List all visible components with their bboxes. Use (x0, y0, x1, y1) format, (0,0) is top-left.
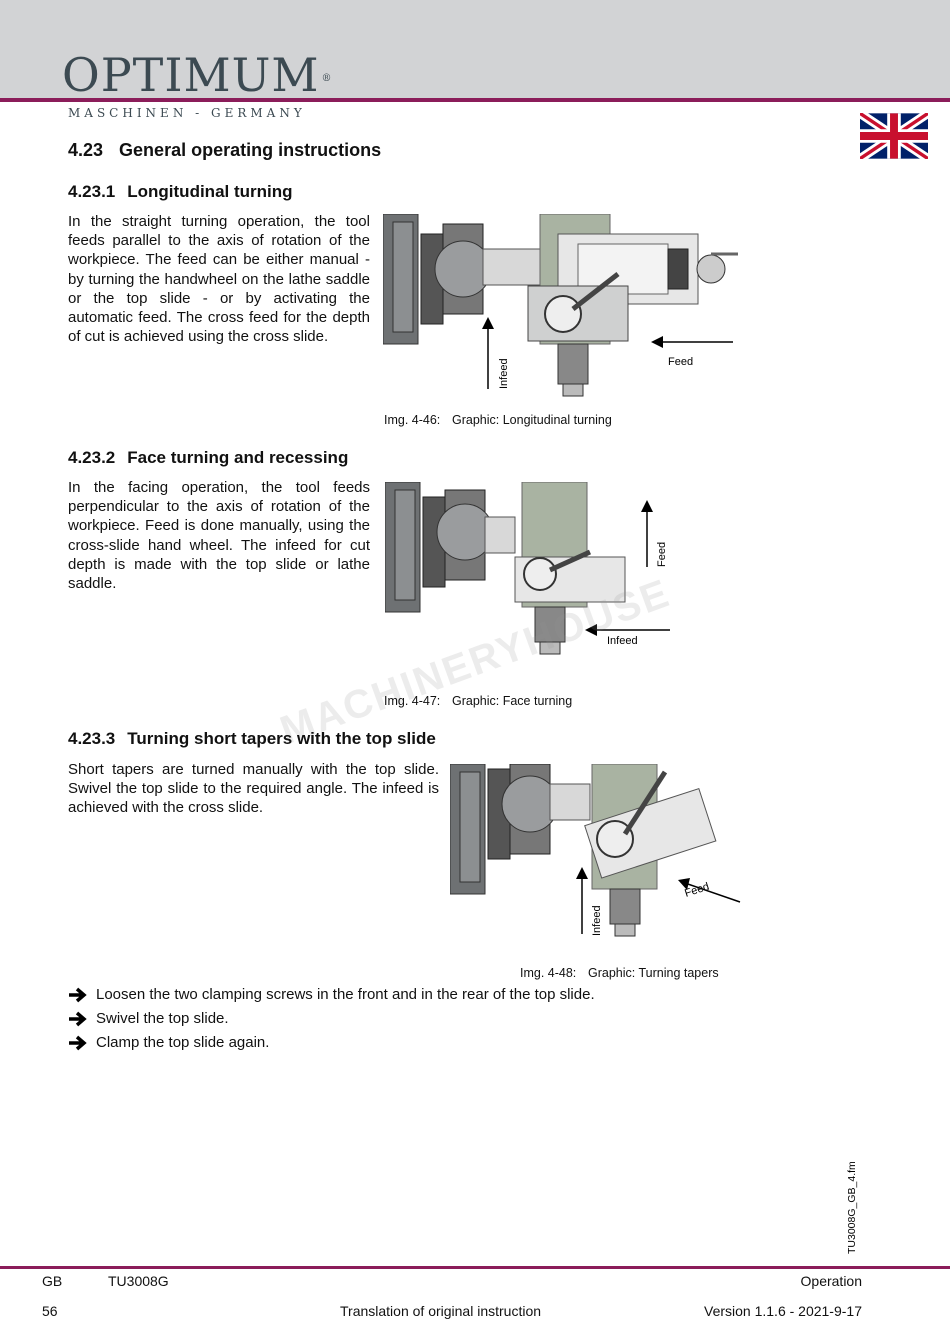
page-number: 56 (42, 1303, 58, 1319)
header-divider (0, 98, 950, 102)
footer-note: Translation of original instruction (340, 1303, 542, 1319)
figure-caption: Img. 4-48:Graphic: Turning tapers (520, 966, 719, 980)
step-item: Loosen the two clamping screws in the fr… (68, 986, 595, 1003)
tapers-text: Short tapers are turned manually with th… (68, 761, 439, 817)
infeed-label: Infeed (498, 358, 510, 389)
arrow-right-icon (69, 987, 87, 1002)
face-turning-text: In the facing operation, the tool feeds … (68, 479, 370, 593)
footer-version: Version 1.1.6 - 2021-9-17 (704, 1303, 862, 1319)
feed-label: Feed (656, 542, 668, 567)
step-item: Clamp the top slide again. (68, 1034, 269, 1051)
longitudinal-text: In the straight turning operation, the t… (68, 213, 370, 346)
step-item: Swivel the top slide. (68, 1010, 229, 1027)
footer-language: GB (42, 1273, 63, 1289)
uk-flag-icon (860, 113, 928, 159)
arrow-right-icon (69, 1035, 87, 1050)
page-header (0, 0, 950, 100)
figure-caption: Img. 4-46:Graphic: Longitudinal turning (384, 413, 612, 427)
infeed-label: Infeed (607, 635, 638, 647)
footer-divider (0, 1266, 950, 1269)
footer-chapter: Operation (800, 1273, 862, 1289)
face-turning-figure: Feed Infeed (385, 482, 670, 655)
arrow-right-icon (69, 1011, 87, 1026)
brand-logo: OPTIMUM® (62, 48, 333, 102)
feed-label: Feed (668, 356, 693, 368)
infeed-label: Infeed (591, 905, 603, 936)
svg-text:TU3008G_GB_4.fm: TU3008G_GB_4.fm (846, 1161, 858, 1254)
turning-tapers-figure: Infeed Feed (450, 764, 741, 937)
footer-model: TU3008G (108, 1273, 169, 1289)
longitudinal-turning-figure: Infeed Feed (383, 214, 738, 397)
figure-caption: Img. 4-47:Graphic: Face turning (384, 694, 573, 708)
file-reference: TU3008G_GB_4.fm (846, 1161, 858, 1254)
brand-tagline: MASCHINEN - GERMANY (68, 106, 306, 120)
